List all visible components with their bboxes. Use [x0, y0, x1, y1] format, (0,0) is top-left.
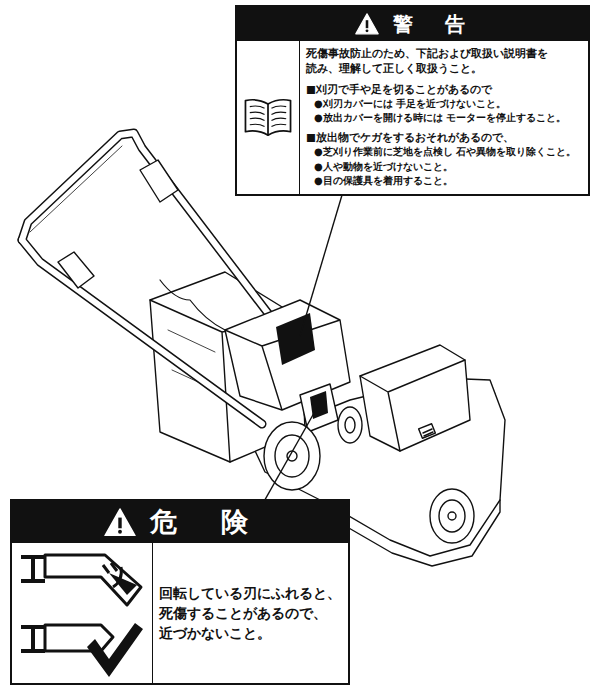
warning-label: 警 告死傷事故防止のため、下記および取扱い説明書を 読み、理解して正しく取扱うこ…	[235, 5, 590, 196]
wheel	[430, 489, 474, 543]
leader-line	[300, 185, 345, 336]
label-statement: 回転している刃にふれると、 死傷することがあるので、 近づかないこと。	[159, 583, 342, 644]
wheel	[264, 422, 320, 490]
label-line: ■刈刃で手や足を切ることがあるので	[306, 82, 582, 96]
label-line: ●芝刈り作業前に芝地を点検し 石や異物を取り除くこと。	[306, 145, 582, 159]
motor-housing	[360, 345, 470, 451]
label-header-band: 警 告	[237, 7, 588, 41]
warning-label-patch	[276, 313, 315, 365]
danger-label: 危 険回転している刃にふれると、 死傷することがあるので、 近づかないこと。	[10, 499, 350, 685]
handle-knob	[338, 407, 362, 443]
deck-skirt	[330, 500, 500, 566]
label-pictogram	[12, 543, 152, 683]
handle-grip	[58, 160, 178, 288]
handle-bracket	[300, 384, 338, 432]
warning-triangle	[355, 13, 379, 35]
wheel-hub	[448, 512, 456, 520]
warning-triangle-holder	[104, 508, 136, 537]
warning-triangle	[104, 508, 136, 537]
housing-edge	[360, 360, 465, 451]
label-heading: 警 告	[393, 11, 471, 38]
label-line: ●目の保護具を着用すること。	[306, 174, 582, 188]
label-heading: 危 険	[150, 504, 255, 540]
label-line: ●人や動物を近づけないこと。	[306, 160, 582, 174]
label-header-band: 危 険	[12, 501, 348, 543]
vent-lines	[423, 429, 433, 436]
warning-triangle-holder	[355, 13, 379, 35]
label-body: 死傷事故防止のため、下記および取扱い説明書を 読み、理解して正しく取扱うこと。 ■…	[237, 41, 588, 194]
blade-hazard-symbol	[17, 543, 147, 683]
label-body: 回転している刃にふれると、 死傷することがあるので、 近づかないこと。	[12, 543, 348, 683]
label-text-cell: 死傷事故防止のため、下記および取扱い説明書を 読み、理解して正しく取扱うこと。 ■…	[299, 41, 588, 194]
wheel-rim	[439, 500, 465, 532]
handle-knob-center	[345, 417, 355, 433]
label-pictogram	[237, 41, 299, 194]
wheel-rim	[275, 435, 309, 477]
label-line: ●刈刃カバーには 手足を近づけないこと。	[306, 97, 582, 111]
housing-vent	[419, 424, 436, 439]
label-line: ■放出物でケガをするおそれがあるので、	[306, 130, 582, 144]
label-statement: 死傷事故防止のため、下記および取扱い説明書を 読み、理解して正しく取扱うこと。	[306, 47, 582, 77]
manual-book-icon	[242, 95, 294, 139]
label-line: ●放出カバーを開ける時には モーターを停止すること。	[306, 111, 582, 125]
label-text-cell: 回転している刃にふれると、 死傷することがあるので、 近づかないこと。	[152, 543, 348, 683]
